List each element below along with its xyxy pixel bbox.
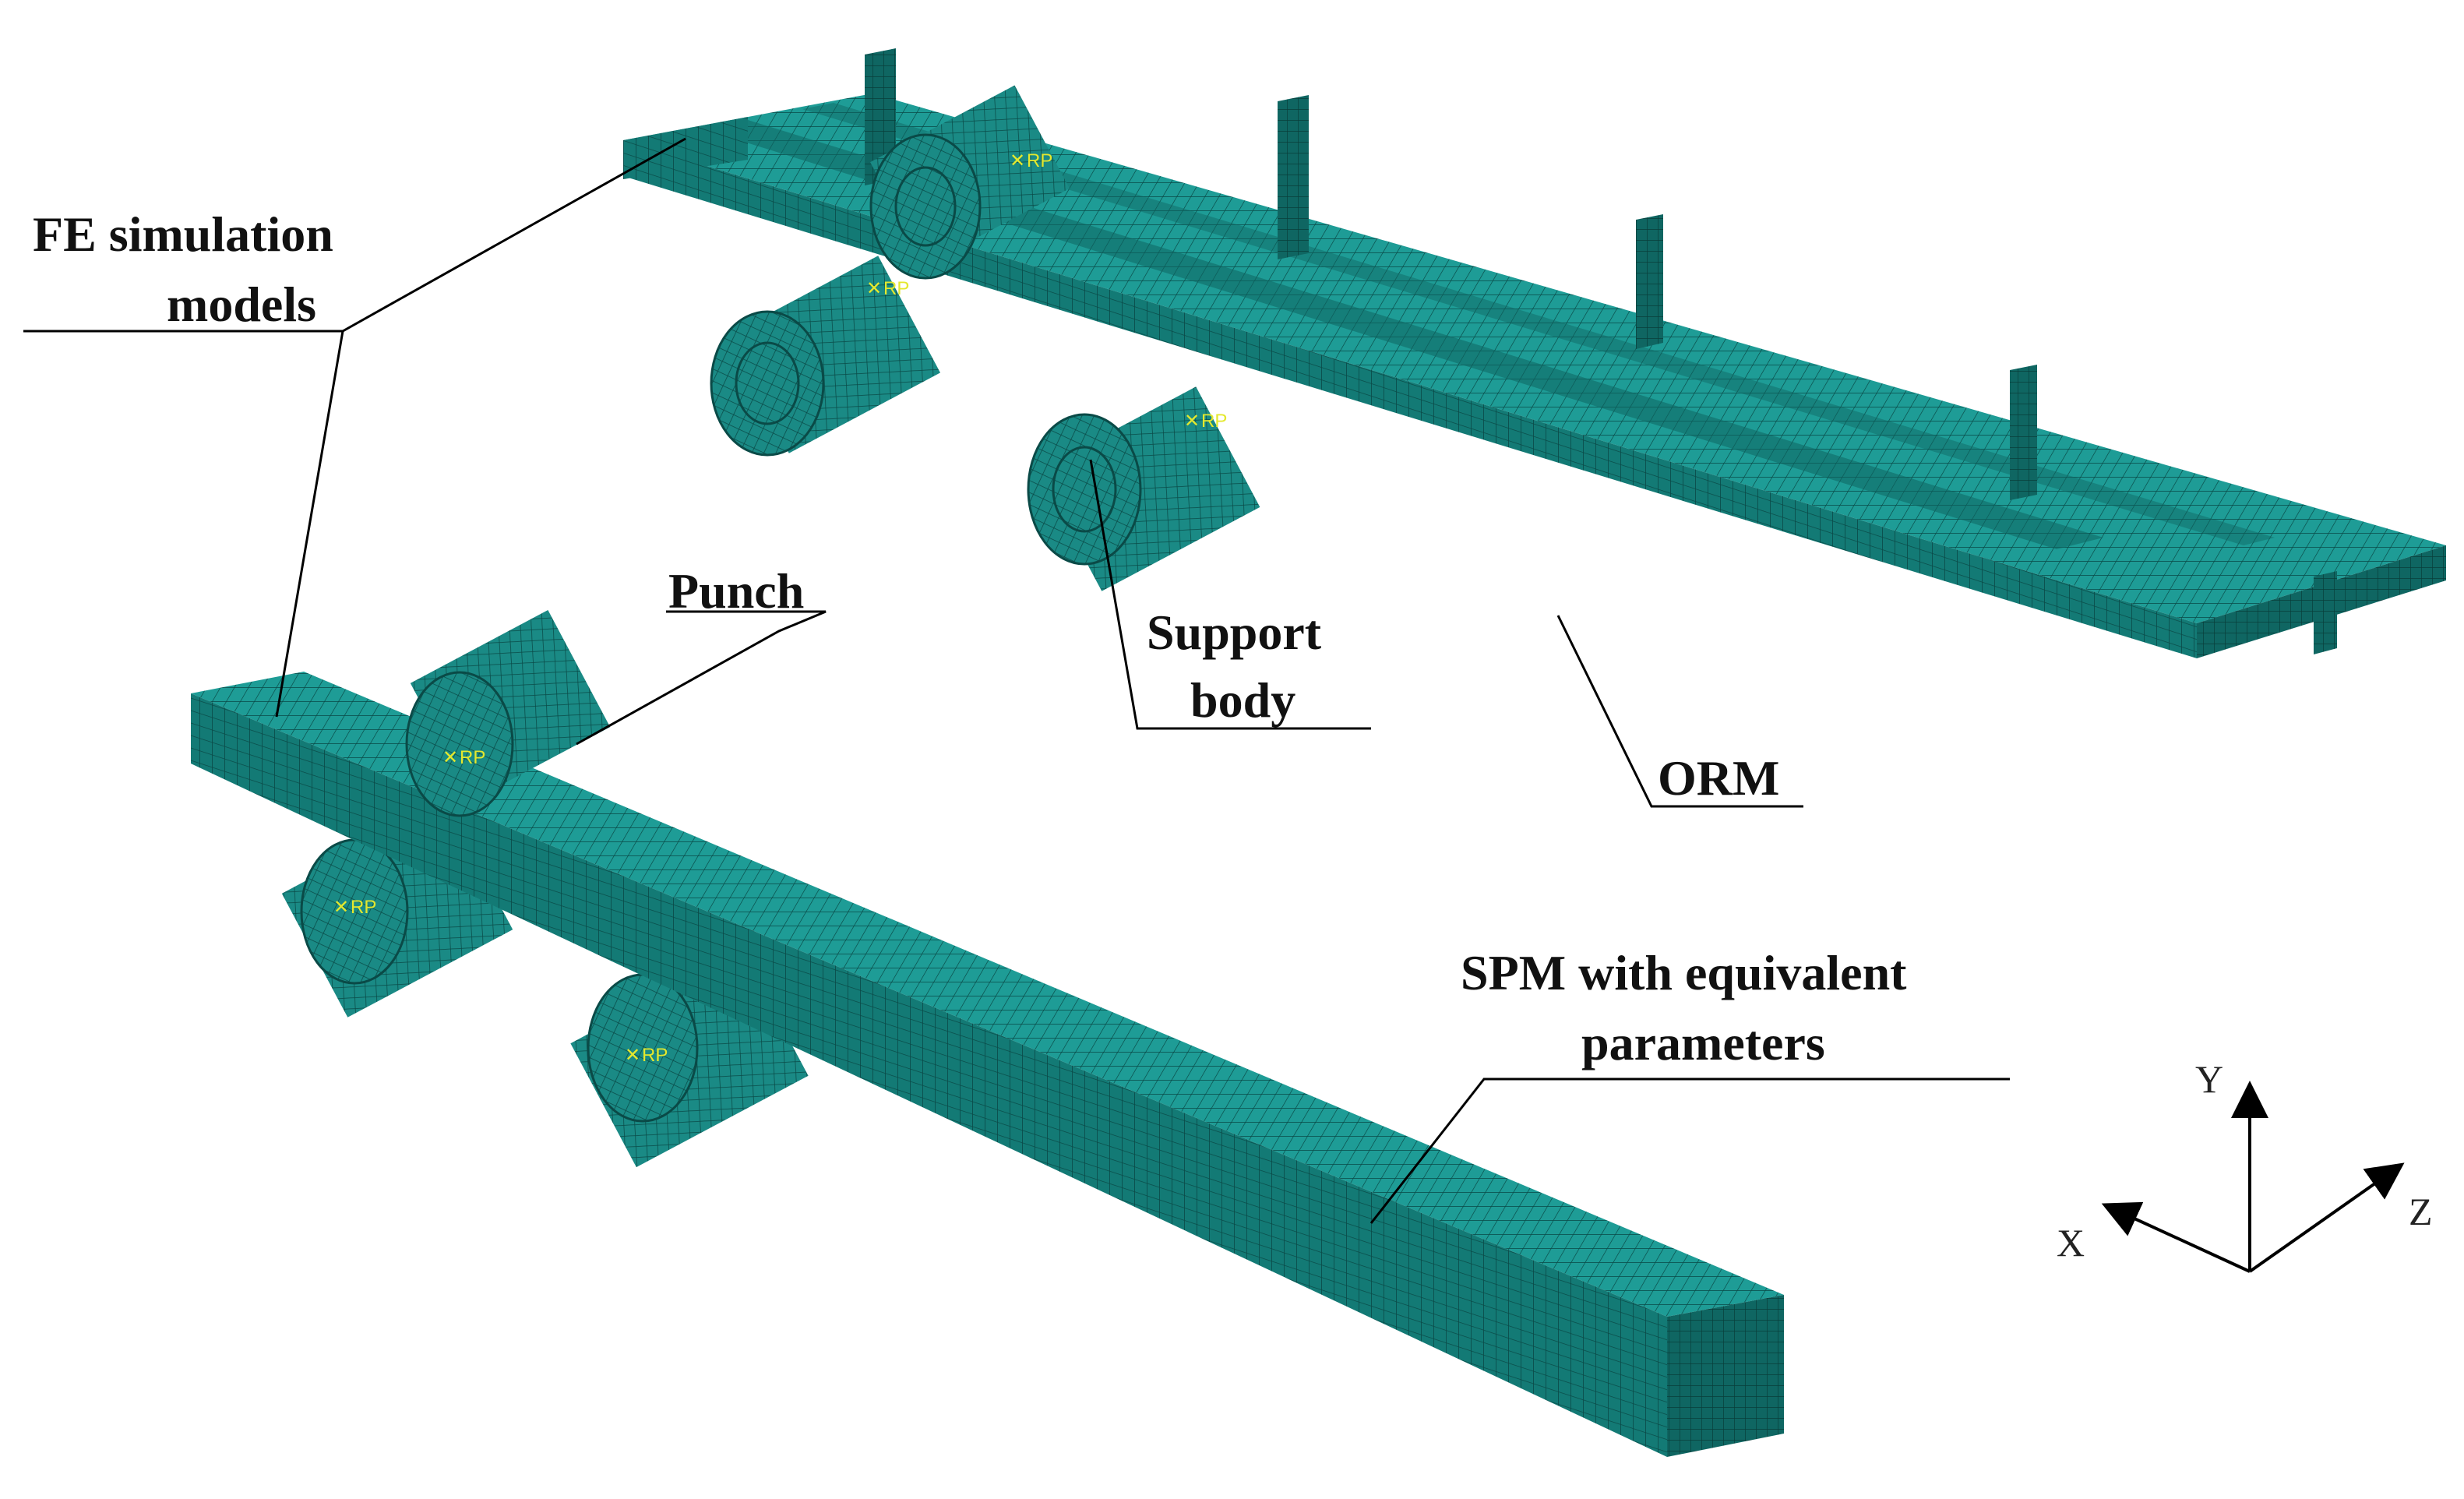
svg-text:models: models [167,277,316,332]
orm-diaphragm-1 [865,48,896,185]
orm-rp-marker-punch: ✕ RP [1010,150,1052,171]
spm-model: ✕ RP ✕ RP ✕ RP [191,610,1784,1457]
orm-end-block [623,117,748,179]
orm-support-roller-right [1027,386,1260,591]
svg-text:RP: RP [1201,411,1227,432]
leader-lines [23,137,2010,1224]
axis-x-label: X [2057,1221,2085,1264]
spm-punch-roller [405,610,611,817]
svg-text:body: body [1190,672,1295,728]
spm-rp-marker-support-left: ✕ RP [333,897,376,918]
punch-leader-line [576,610,827,746]
spm-beam-end [1667,1295,1784,1457]
orm-rib-2 [802,103,2275,545]
orm-plate-front [623,140,2197,658]
svg-text:✕: ✕ [1184,411,1200,432]
label-punch: Punch [668,563,804,619]
orm-support-roller-left [710,256,941,457]
spm-beam-top [191,672,1784,1317]
svg-text:RP: RP [642,1045,668,1066]
svg-text:✕: ✕ [1010,150,1025,171]
svg-text:SPM with equivalent: SPM with equivalent [1461,945,1907,1000]
label-support-body: Support body [1147,605,1322,728]
orm-punch-roller [869,85,1070,280]
axis-x-arrow [2101,1201,2251,1273]
orm-rp-marker-support-right: ✕ RP [1184,411,1227,432]
orm-rib-1 [701,120,2103,549]
axis-z-arrow [2248,1162,2405,1273]
svg-text:Support: Support [1147,605,1322,660]
spm-leader-line [1369,1078,2010,1224]
orm-rp-marker-support-left: ✕ RP [866,278,909,299]
axis-z-label: Z [2409,1190,2433,1233]
svg-text:FE simulation: FE simulation [33,206,333,262]
label-orm: ORM [1658,750,1779,806]
support-leader-line [1089,459,1371,730]
svg-text:✕: ✕ [442,747,458,768]
svg-text:parameters: parameters [1581,1015,1825,1070]
label-spm-equivalent-parameters: SPM with equivalent parameters [1461,945,1907,1070]
fe-leader-line-lower [275,330,344,718]
orm-diaphragm-2 [1278,95,1309,259]
orm-model: ✕ RP ✕ RP ✕ RP [623,48,2446,658]
axis-y-label: Y [2195,1057,2223,1101]
spm-beam-front [191,693,1667,1457]
svg-text:RP: RP [883,278,909,299]
orm-diaphragm-5 [2314,571,2337,654]
orm-diaphragm-3 [1636,214,1663,349]
spm-rp-marker-punch: ✕ RP [442,747,485,768]
svg-text:RP: RP [460,747,485,768]
label-fe-simulation-models: FE simulation models [33,206,333,332]
svg-text:✕: ✕ [866,278,882,299]
svg-text:✕: ✕ [625,1045,640,1066]
svg-text:✕: ✕ [333,897,349,918]
orm-diaphragm-4 [2010,365,2037,500]
svg-text:Punch: Punch [668,563,804,619]
svg-text:ORM: ORM [1658,750,1779,806]
coordinate-axes: Y X Z [2057,1057,2433,1273]
orm-leader-line [1556,615,1803,808]
svg-text:RP: RP [1027,150,1052,171]
svg-text:RP: RP [351,897,376,918]
spm-rp-marker-support-right: ✕ RP [625,1045,668,1066]
